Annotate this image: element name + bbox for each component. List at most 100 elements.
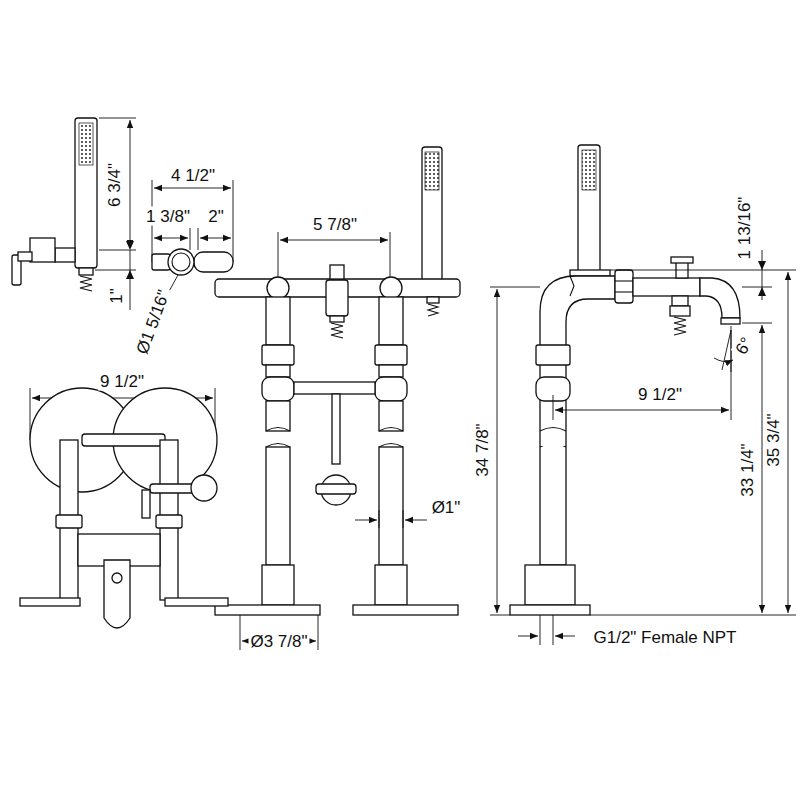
drawing-line (172, 253, 190, 271)
drawing-line (332, 394, 340, 464)
drawing-line (150, 484, 195, 493)
drawing-line (425, 152, 439, 190)
drawing-line (541, 432, 565, 446)
dimension-label: 5 7/8" (311, 215, 359, 234)
drawing-line (79, 123, 93, 165)
drawing-line (30, 238, 55, 262)
drawing-line (130, 120, 131, 248)
drawing-line (510, 605, 590, 615)
drawing-line (156, 515, 182, 528)
drawing-line (154, 188, 231, 189)
drawing-line (56, 515, 82, 528)
drawing-line (80, 276, 92, 291)
dimension-label: Ø1" (430, 498, 463, 517)
drawing-line (422, 147, 442, 287)
drawing-line (742, 323, 772, 324)
holder-top-view (152, 180, 233, 295)
drawing-line (262, 565, 294, 605)
drawing-line (190, 228, 191, 250)
drawing-line (375, 565, 407, 605)
drawing-line (615, 270, 633, 303)
drawing-line (762, 325, 763, 613)
drawing-line (104, 560, 130, 628)
drawing-line (154, 238, 188, 239)
drawing-line (353, 297, 458, 615)
drawing-line (610, 270, 796, 271)
drawing-line (540, 615, 541, 645)
drawing-line (266, 401, 290, 431)
drawing-line (331, 323, 343, 338)
drawing-line (518, 636, 538, 637)
drawing-line (379, 365, 403, 377)
drawing-line (403, 510, 404, 528)
drawing-line (731, 326, 732, 420)
drawing-line (82, 434, 165, 446)
drawing-line (379, 297, 403, 345)
drawing-line (674, 317, 686, 335)
drawing-line (379, 428, 403, 448)
drawing-line (540, 276, 615, 565)
drawing-line (578, 145, 600, 275)
drawing-line (353, 605, 458, 615)
drawing-line (590, 615, 796, 616)
drawing-line (130, 270, 131, 310)
drawing-line (490, 615, 510, 616)
drawing-line (326, 280, 348, 316)
dimension-label: 9 1/2" (98, 372, 146, 391)
drawing-line (266, 365, 290, 377)
drawing-line (194, 252, 233, 272)
drawing-line (130, 250, 131, 270)
drawing-line (262, 345, 294, 365)
drawing-line (267, 277, 289, 299)
drawing-line (428, 304, 438, 316)
dimension-label: 1 3/8" (144, 207, 192, 226)
dimension-label: Ø3 7/8" (248, 632, 309, 651)
drawing-line (20, 598, 80, 606)
drawing-line (379, 510, 380, 528)
drawing-line (355, 520, 377, 521)
hand-shower-detail (12, 118, 136, 310)
drawing-line (55, 248, 75, 262)
drawing-line (553, 615, 554, 645)
drawing-line (742, 287, 772, 288)
dimension-label: 1 13/16" (735, 195, 754, 262)
drawing-line (330, 316, 344, 322)
drawing-line (490, 287, 540, 288)
drawing-line (112, 573, 122, 583)
side-view (490, 145, 796, 645)
drawing-line (379, 447, 403, 565)
drawing-line (318, 615, 319, 650)
dimension-label: 34 7/8" (473, 421, 492, 478)
drawing-line (553, 395, 554, 420)
drawing-line (152, 254, 170, 270)
drawing-line (762, 270, 763, 287)
drawing-line (788, 272, 789, 613)
drawing-line (700, 278, 740, 318)
drawing-line (262, 377, 294, 401)
drawing-line (615, 280, 633, 281)
drawing-line (762, 287, 763, 300)
drawing-line (75, 118, 97, 268)
drawing-line (316, 484, 356, 494)
drawing-line (191, 475, 217, 501)
drawing-line (375, 377, 407, 401)
drawing-line (200, 238, 231, 239)
drawing-line (215, 605, 320, 615)
drawing-line (278, 232, 279, 282)
drawing-line (670, 306, 690, 316)
dimension-label: 6° (731, 332, 758, 359)
dimension-label: 35 3/4" (764, 411, 783, 468)
dimension-label: 4 1/2" (169, 166, 217, 185)
front-view (215, 147, 460, 650)
drawing-line (405, 520, 427, 521)
drawing-line (379, 401, 403, 431)
drawing-line (198, 228, 199, 250)
dimension-label: 1" (107, 286, 126, 306)
drawing-line (714, 358, 733, 362)
drawing-line (731, 330, 732, 372)
drawing-line (525, 565, 575, 605)
drawing-line (168, 249, 194, 275)
drawing-line (18, 252, 32, 261)
drawing-line (570, 276, 574, 296)
